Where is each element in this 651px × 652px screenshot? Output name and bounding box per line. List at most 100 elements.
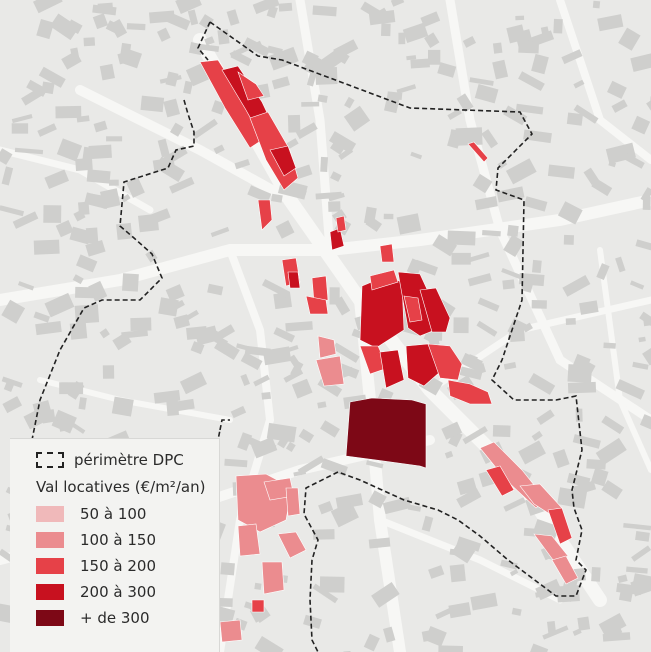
building: [287, 114, 301, 133]
building: [432, 234, 457, 257]
building: [303, 614, 322, 629]
building: [510, 163, 530, 181]
parcel-class-3[interactable]: [251, 599, 265, 613]
building: [97, 2, 113, 11]
building: [472, 173, 493, 194]
building: [163, 98, 181, 118]
parcel-class-2[interactable]: [277, 531, 307, 559]
building: [473, 362, 487, 375]
parcel-class-3[interactable]: [547, 507, 573, 545]
building: [78, 201, 90, 216]
building: [562, 274, 591, 297]
building: [448, 602, 472, 619]
building: [165, 284, 185, 302]
building: [536, 409, 555, 425]
parcel-class-3[interactable]: [447, 379, 493, 405]
parcel-class-2[interactable]: [533, 533, 569, 565]
building: [522, 322, 533, 333]
parcel-class-2[interactable]: [551, 555, 579, 585]
building: [611, 99, 628, 113]
building: [252, 0, 280, 15]
building: [518, 71, 545, 92]
parcel-class-3[interactable]: [403, 295, 423, 323]
building: [383, 213, 394, 220]
building: [295, 122, 318, 140]
parcel-class-4[interactable]: [419, 287, 451, 333]
building: [451, 252, 471, 265]
building: [78, 397, 87, 410]
building: [157, 27, 171, 42]
building: [565, 318, 576, 325]
building: [275, 220, 295, 239]
parcel-class-3[interactable]: [379, 243, 395, 263]
parcel-class-2[interactable]: [219, 619, 243, 643]
building: [639, 414, 651, 436]
building: [75, 254, 98, 273]
building: [21, 87, 44, 106]
building: [14, 147, 44, 155]
building: [646, 99, 651, 118]
building: [3, 379, 15, 393]
parcel-class-4[interactable]: [379, 349, 405, 389]
parcel-class-4[interactable]: [269, 145, 297, 177]
building: [320, 458, 348, 477]
building: [99, 63, 115, 81]
building: [365, 460, 384, 469]
building: [424, 32, 440, 49]
parcel-class-4[interactable]: [329, 227, 345, 251]
parcel-class-2[interactable]: [237, 523, 261, 557]
building: [236, 343, 261, 354]
parcel-class-3[interactable]: [485, 465, 515, 497]
building: [121, 193, 131, 203]
parcel-class-5[interactable]: [345, 397, 427, 469]
building: [152, 157, 176, 173]
parcel-class-2[interactable]: [317, 335, 337, 359]
building: [230, 405, 247, 419]
building: [456, 487, 482, 509]
building: [444, 450, 454, 459]
parcel-class-2[interactable]: [261, 561, 285, 595]
building: [382, 496, 412, 515]
map-legend: périmètre DPC Val locatives (€/m²/an) 50…: [10, 438, 220, 652]
building: [140, 95, 165, 113]
building: [360, 1, 386, 22]
building: [556, 585, 580, 603]
parcel-class-2[interactable]: [285, 487, 301, 517]
building: [447, 108, 462, 121]
building: [244, 601, 254, 610]
parcel-class-3[interactable]: [467, 141, 489, 163]
building: [85, 239, 106, 257]
building: [332, 48, 350, 65]
building: [234, 158, 250, 170]
building: [503, 105, 528, 126]
building: [153, 390, 181, 404]
building: [456, 477, 478, 496]
building: [631, 545, 651, 562]
building: [57, 418, 71, 432]
building: [207, 283, 224, 296]
parcel-class-3[interactable]: [335, 215, 347, 233]
building: [175, 0, 202, 15]
building: [428, 49, 441, 65]
parcel-class-2[interactable]: [315, 355, 345, 387]
building: [518, 40, 540, 54]
parcel-class-3[interactable]: [305, 295, 329, 315]
building: [617, 574, 628, 584]
building: [328, 201, 341, 212]
building: [271, 76, 290, 90]
building: [301, 101, 320, 107]
parcel-class-4[interactable]: [287, 271, 301, 289]
parcel-class-3[interactable]: [311, 275, 329, 303]
parcel-class-3[interactable]: [427, 343, 463, 381]
building: [192, 118, 218, 139]
dpc-perimeter: [31, 21, 587, 652]
building: [531, 53, 549, 75]
building: [553, 18, 563, 34]
parcel-class-3[interactable]: [369, 269, 399, 291]
parcel-class-3[interactable]: [237, 71, 265, 101]
building: [596, 263, 610, 281]
building: [35, 321, 62, 336]
building: [312, 529, 335, 540]
parcel-class-3[interactable]: [257, 199, 273, 231]
